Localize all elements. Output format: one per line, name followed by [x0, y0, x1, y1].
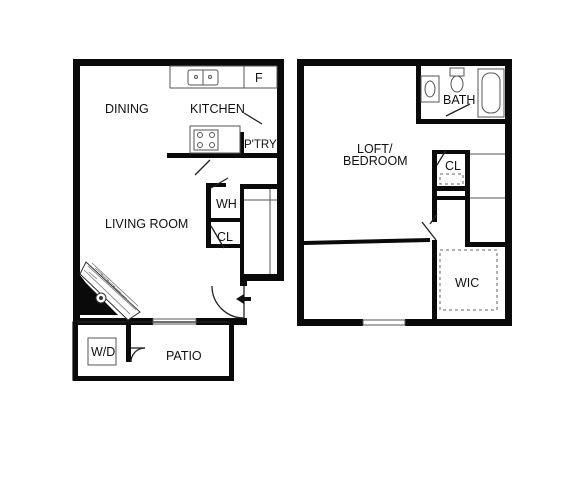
room-label-living-room: LIVING ROOM — [105, 217, 188, 231]
closet-shelf-line — [439, 173, 464, 185]
wic-shelf-line — [439, 249, 498, 311]
pantry-door-swing — [243, 112, 263, 125]
room-label-dining: DINING — [105, 102, 149, 116]
kitchen-counter — [169, 65, 278, 89]
room-label-water-heater: WH — [216, 197, 237, 211]
wall2-closet-bottom — [432, 186, 470, 191]
wall2-loft-divider — [304, 238, 430, 245]
room-label-walk-in-closet: WIC — [455, 276, 479, 290]
wall2-bath-left — [416, 66, 421, 123]
kitchen-sink-icon — [187, 69, 219, 86]
patio-door-swing — [130, 347, 146, 363]
patio-wall-bottom — [73, 376, 233, 381]
bath-door-swing — [445, 103, 471, 117]
wall-wh-bottom — [206, 244, 244, 248]
wall-utility-left — [240, 184, 244, 280]
wall-kitchen-partition — [167, 153, 284, 158]
front-door-swing — [211, 285, 245, 319]
wd-wall — [126, 322, 131, 362]
wh-door-swing — [210, 177, 229, 189]
wall2-left — [297, 59, 304, 326]
kitchen-lower-counter — [189, 125, 241, 154]
loft-door-swing — [429, 213, 438, 225]
loft-window — [362, 319, 406, 326]
room-label-washer-dryer: W/D — [91, 345, 115, 359]
kitchen-door-swing — [194, 159, 211, 176]
wall-wh-outer — [206, 183, 211, 247]
patio-wall-right — [229, 322, 234, 381]
wall2-wic-left — [432, 240, 437, 326]
entry-arrow-icon — [236, 294, 251, 304]
wall2-bottom-right — [405, 319, 512, 326]
room-label-closet-first: CL — [217, 230, 233, 244]
wall-left — [73, 59, 80, 325]
washer-dryer-unit — [87, 337, 117, 366]
room-label-fridge: F — [255, 71, 263, 85]
first-floor: DINING KITCHEN F P'TRY WH CL LIVING ROOM… — [72, 59, 284, 381]
wall2-top — [297, 59, 512, 66]
wall2-closet-top — [432, 150, 470, 154]
wall-right-upper — [277, 59, 284, 281]
patio-slider-door — [152, 318, 197, 325]
wic-door-swing — [421, 221, 437, 241]
wall2-bath-bottom — [416, 119, 512, 124]
wall-top — [73, 59, 284, 66]
stairs-second — [470, 153, 505, 199]
wall2-closet-shelf — [432, 196, 470, 200]
wall-utility-top — [240, 184, 284, 189]
room-label-loft-line1: LOFT/ — [357, 142, 393, 156]
room-label-bath: BATH — [443, 93, 475, 107]
bath-sink-icon — [420, 75, 440, 103]
wall-wh-mid — [206, 218, 244, 222]
room-label-loft-line2: BEDROOM — [343, 154, 408, 168]
wall2-bottom-left — [297, 319, 363, 326]
stairs-first — [244, 189, 277, 274]
wall-pantry — [240, 132, 244, 156]
room-label-pantry: P'TRY — [244, 139, 277, 151]
closet-door-swing — [436, 149, 447, 166]
bathtub-icon — [477, 68, 505, 118]
wall2-right — [505, 59, 512, 326]
wall-right-step — [240, 274, 284, 281]
second-floor: LOFT/ BEDROOM BATH CL WIC — [297, 59, 512, 326]
fireplace-icon — [79, 261, 141, 321]
wall2-stair-bottom — [465, 242, 512, 247]
stove-icon — [193, 129, 219, 151]
room-label-kitchen: KITCHEN — [190, 102, 245, 116]
room-label-closet-loft: CL — [445, 159, 461, 173]
cl-door-swing — [210, 225, 225, 249]
patio-wall-left — [73, 322, 78, 380]
room-label-patio: PATIO — [166, 349, 202, 363]
toilet-icon — [449, 67, 465, 93]
